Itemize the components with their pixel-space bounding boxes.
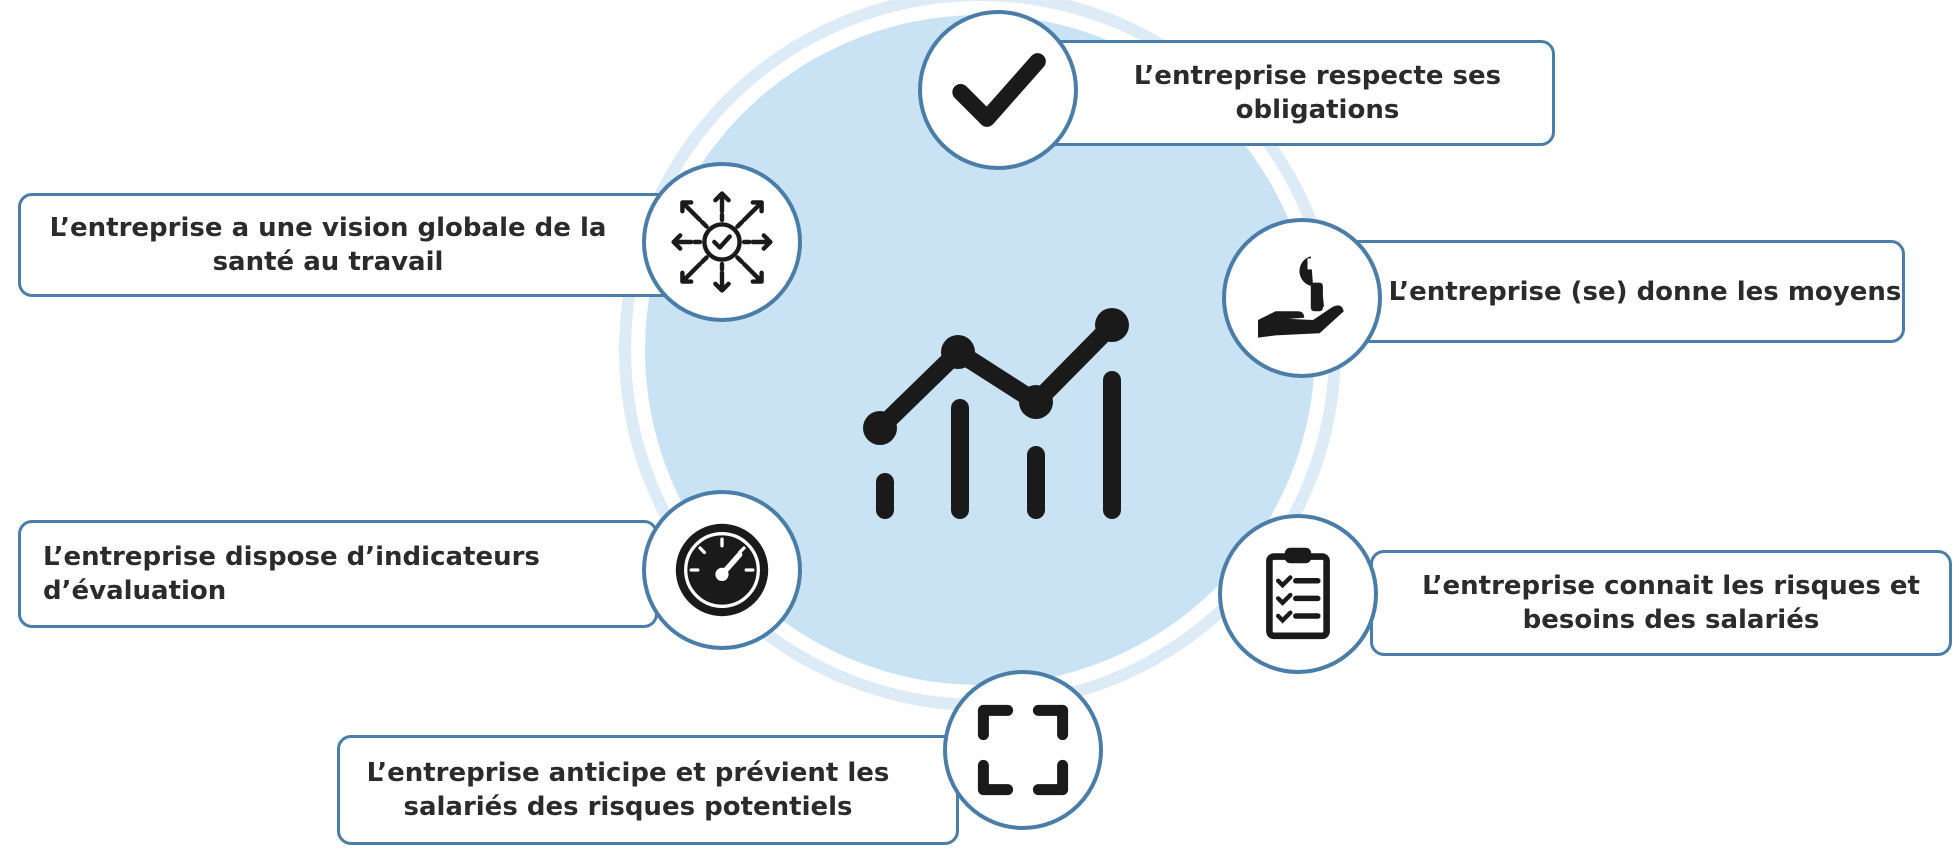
label-moyens: L’entreprise (se) donne les moyens xyxy=(1345,240,1905,343)
label-text: L’entreprise respecte ses obligations xyxy=(1133,61,1502,125)
icon-circle-vision xyxy=(642,162,802,322)
icon-circle-indicateurs xyxy=(642,490,802,650)
label-text: L’entreprise connait les risques et beso… xyxy=(1422,571,1920,635)
label-text: L’entreprise a une vision globale de la … xyxy=(49,213,607,277)
gauge-icon xyxy=(675,523,769,617)
label-risques: L’entreprise connait les risques et beso… xyxy=(1370,550,1952,656)
center-disc xyxy=(645,15,1315,685)
label-text: L’entreprise (se) donne les moyens xyxy=(1388,276,1902,307)
icon-circle-obligations xyxy=(918,10,1078,170)
icon-circle-anticipe xyxy=(943,670,1103,830)
gear-arrows-check-icon xyxy=(671,191,773,293)
icon-circle-risques xyxy=(1218,514,1378,674)
analytics-chart-icon xyxy=(863,308,1129,519)
focus-frame-icon xyxy=(977,704,1069,796)
clipboard-checklist-icon xyxy=(1266,547,1330,640)
label-anticipe: L’entreprise anticipe et prévient les sa… xyxy=(337,735,959,845)
label-indicateurs: L’entreprise dispose d’indicateurs d’éva… xyxy=(18,520,658,628)
label-text: L’entreprise dispose d’indicateurs d’éva… xyxy=(43,542,540,606)
label-vision: L’entreprise a une vision globale de la … xyxy=(18,193,678,297)
icon-circle-moyens xyxy=(1222,218,1382,378)
label-text: L’entreprise anticipe et prévient les sa… xyxy=(366,758,890,822)
checkmark-icon xyxy=(952,53,1046,127)
label-obligations: L’entreprise respecte ses obligations xyxy=(1040,40,1555,146)
hand-wrench-icon xyxy=(1258,256,1344,338)
